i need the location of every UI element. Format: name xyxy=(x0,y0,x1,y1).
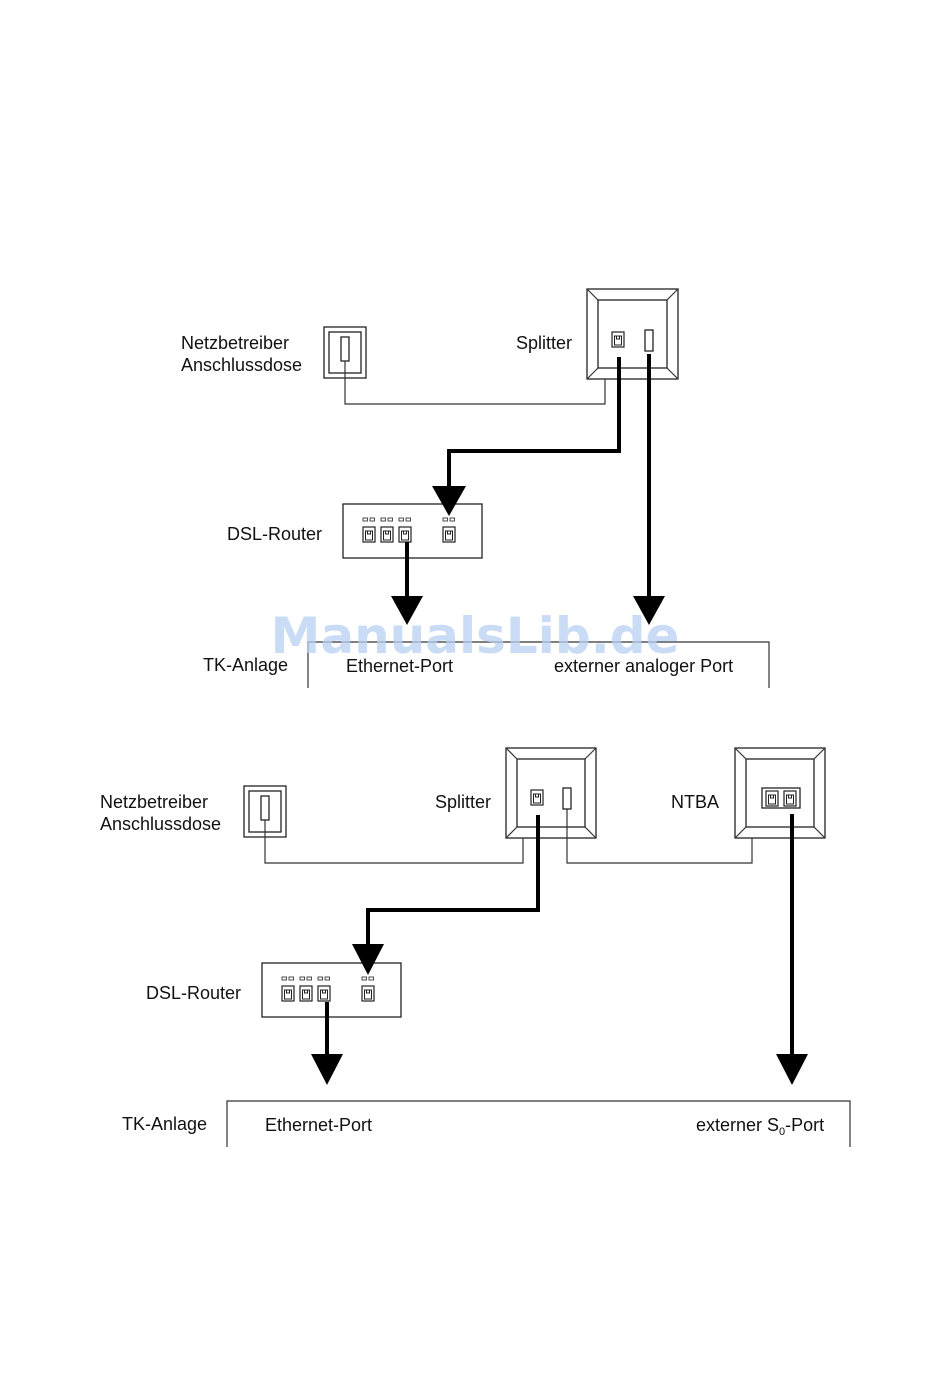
netz-label-line2-2: Anschlussdose xyxy=(100,814,221,834)
ntba-label: NTBA xyxy=(671,792,719,812)
netz-label-line1: Netzbetreiber xyxy=(181,333,289,353)
diagram-2: Netzbetreiber Anschlussdose Splitter xyxy=(100,748,850,1147)
router-label: DSL-Router xyxy=(227,524,322,544)
router-label-2: DSL-Router xyxy=(146,983,241,1003)
external-s0-port-label: externer S0-Port xyxy=(696,1115,824,1138)
cable-socket-splitter-2 xyxy=(265,820,523,863)
cable-socket-splitter xyxy=(345,361,605,404)
dsl-router-2 xyxy=(262,963,401,1017)
ethernet-port-label-2: Ethernet-Port xyxy=(265,1115,372,1135)
netz-label-line2: Anschlussdose xyxy=(181,355,302,375)
dsl-router xyxy=(343,504,482,558)
splitter-label-2: Splitter xyxy=(435,792,491,812)
arrowhead-tk-ethernet-2 xyxy=(311,1054,343,1085)
netz-label-line1-2: Netzbetreiber xyxy=(100,792,208,812)
splitter-device-2 xyxy=(506,748,596,838)
watermark: ManualsLib.de xyxy=(271,607,680,665)
splitter-label: Splitter xyxy=(516,333,572,353)
ntba-device xyxy=(735,748,825,838)
splitter-device xyxy=(587,289,678,379)
tk-label-2: TK-Anlage xyxy=(122,1114,207,1134)
arrowhead-tk-s0 xyxy=(776,1054,808,1085)
